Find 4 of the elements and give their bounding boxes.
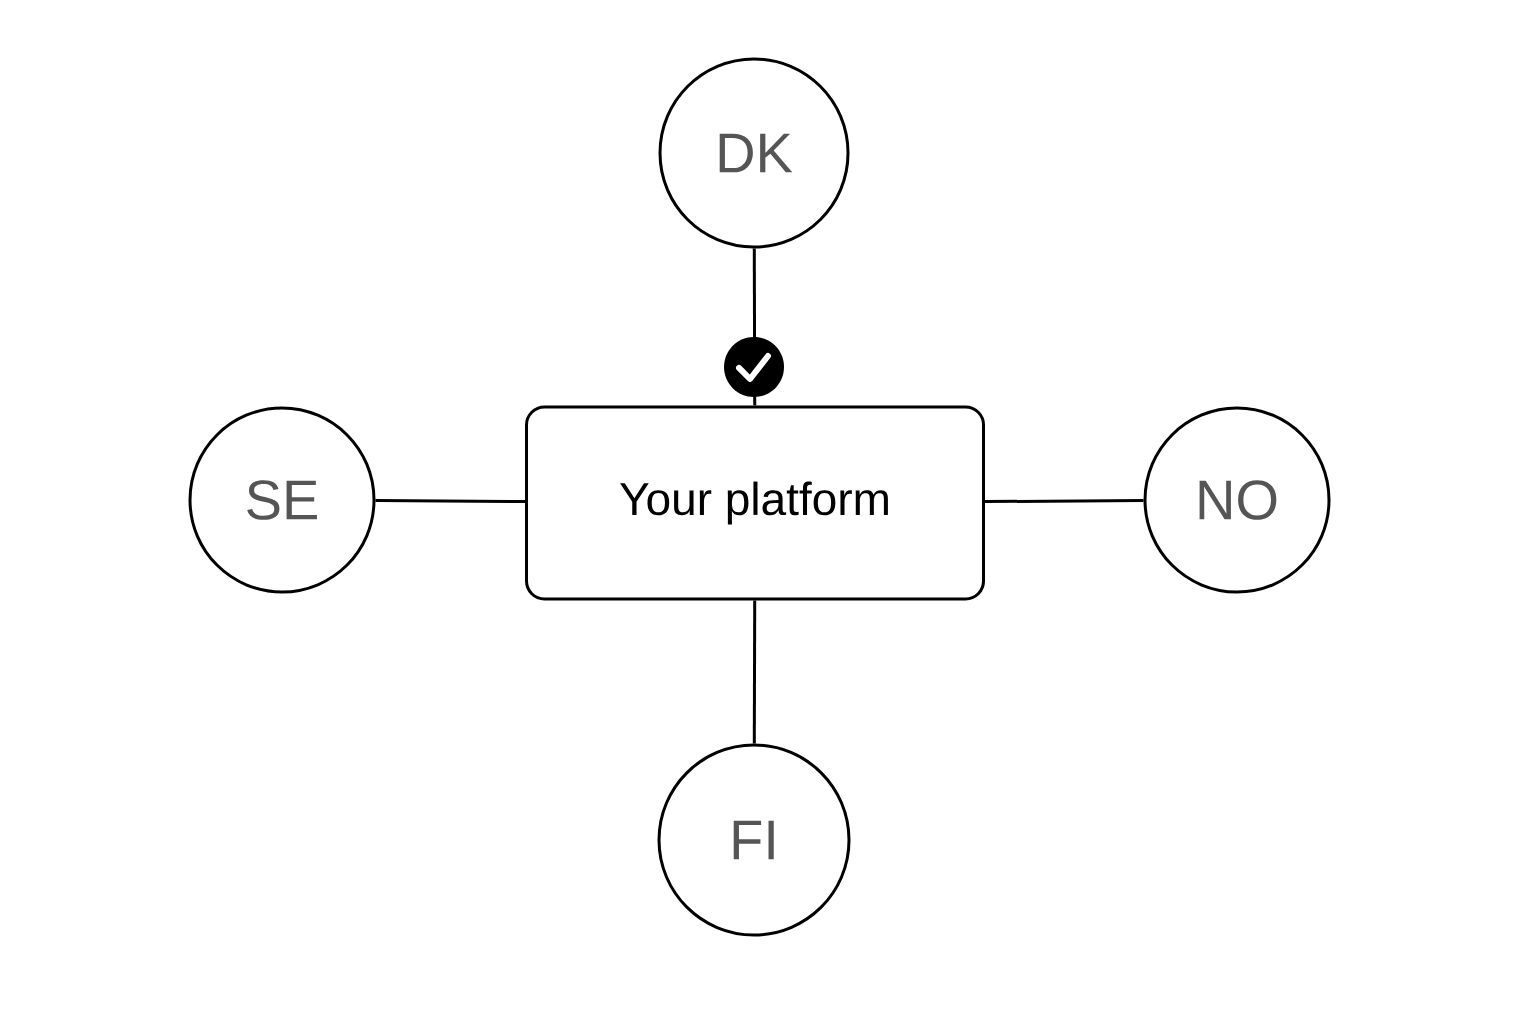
connector-line: [375, 499, 525, 504]
platform-box: Your platform: [525, 405, 985, 601]
connector-line: [752, 600, 757, 744]
connector-line: [985, 499, 1144, 504]
